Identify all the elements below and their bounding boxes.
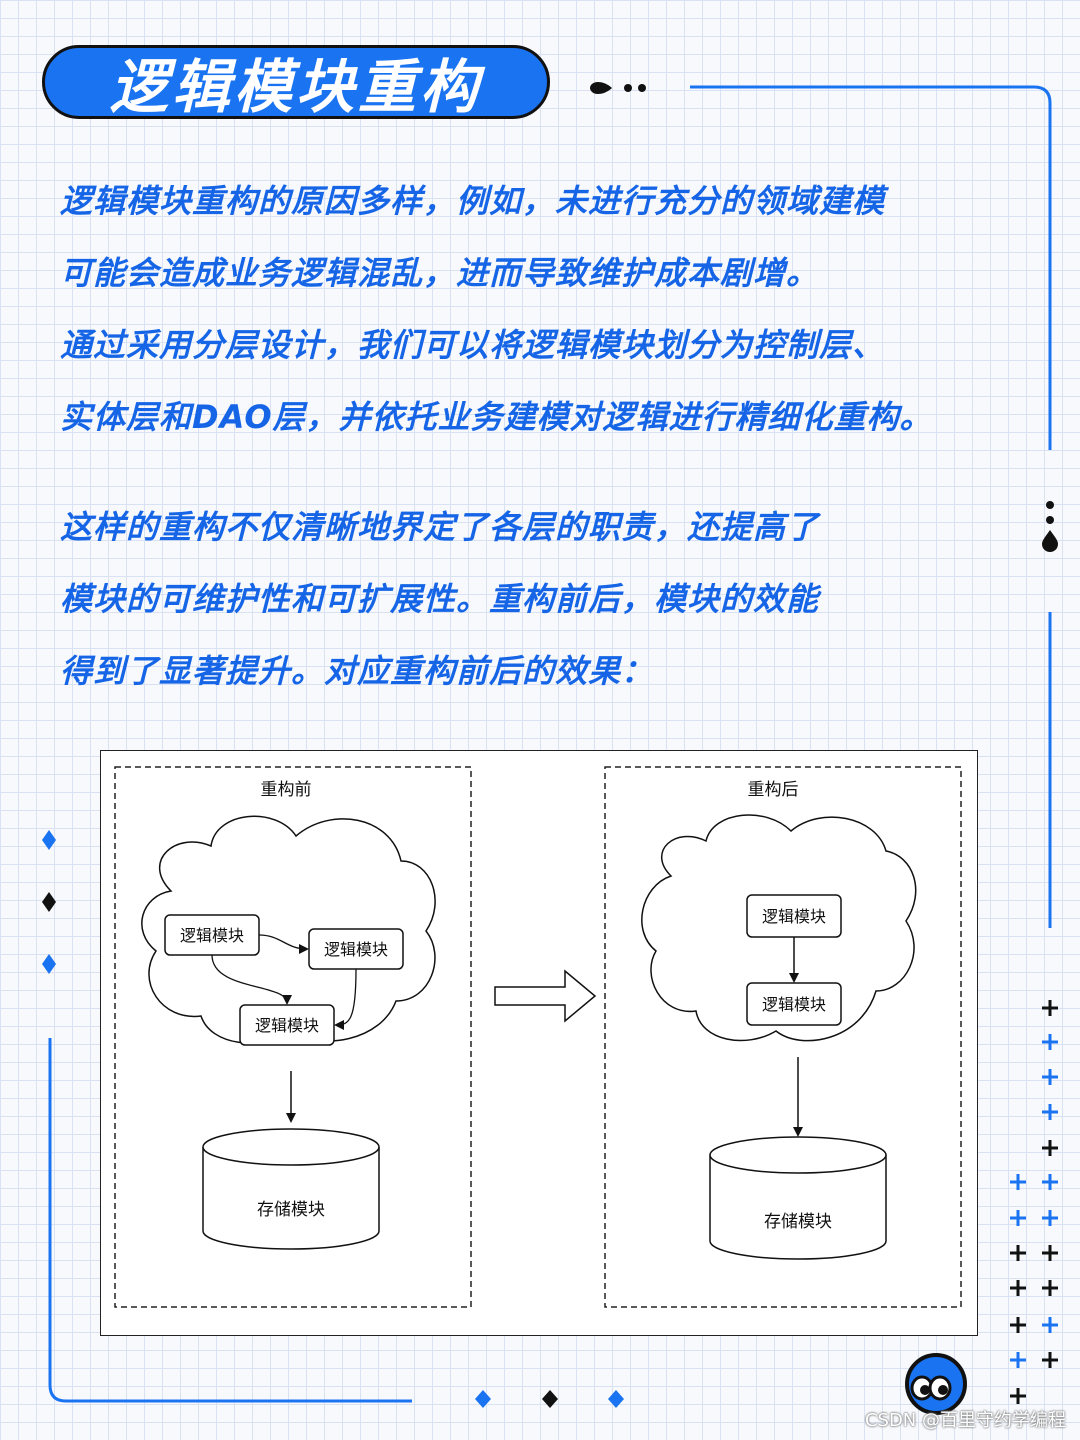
before-arrow-1-to-3 bbox=[211, 954, 292, 1005]
diamond-decorations-bottom bbox=[475, 1390, 624, 1408]
before-logic-module-2-label: 逻辑模块 bbox=[324, 940, 388, 959]
before-panel bbox=[114, 766, 472, 1308]
mascot-icon bbox=[905, 1353, 967, 1415]
before-logic-module-1-label: 逻辑模块 bbox=[180, 926, 244, 945]
diamond-decorations-left bbox=[42, 830, 56, 974]
before-arrow-2-to-3 bbox=[334, 968, 357, 1030]
after-storage-label: 存储模块 bbox=[764, 1212, 832, 1232]
plus-decorations bbox=[1010, 1000, 1058, 1404]
before-cloud bbox=[141, 815, 436, 1044]
page-title: 逻辑模块重构 bbox=[109, 53, 482, 121]
before-storage-cylinder bbox=[202, 1128, 380, 1250]
after-logic-module-2-label: 逻辑模块 bbox=[762, 995, 826, 1014]
paragraph-1-line-4: 实体层和DAO层，并依托业务建模对逻辑进行精细化重构。 bbox=[60, 398, 933, 436]
diagram-canvas: 重构前 逻辑模块 逻辑模块 逻辑模块 存储模块 重构后 逻辑模块 逻辑模块 bbox=[114, 766, 962, 1308]
after-logic-module-1-label: 逻辑模块 bbox=[762, 907, 826, 926]
before-title: 重构前 bbox=[261, 780, 312, 800]
before-storage-label: 存储模块 bbox=[257, 1200, 325, 1220]
before-arrow-1-to-2 bbox=[258, 934, 309, 954]
after-storage-cylinder bbox=[709, 1136, 887, 1260]
transition-arrow bbox=[494, 969, 597, 1023]
refactor-diagram: 重构前 逻辑模块 逻辑模块 逻辑模块 存储模块 重构后 逻辑模块 逻辑模块 bbox=[100, 750, 978, 1336]
before-logic-module-3 bbox=[239, 1004, 335, 1046]
before-logic-module-3-label: 逻辑模块 bbox=[255, 1016, 319, 1035]
paragraph-1-line-1: 逻辑模块重构的原因多样，例如，未进行充分的领域建模 bbox=[60, 182, 886, 220]
paragraph-2-line-3: 得到了显著提升。对应重构前后的效果： bbox=[60, 652, 655, 690]
paragraph-2-line-2: 模块的可维护性和可扩展性。重构前后，模块的效能 bbox=[60, 580, 820, 618]
title-banner: 逻辑模块重构 bbox=[42, 45, 550, 121]
paragraph-2-line-1: 这样的重构不仅清晰地界定了各层的职责，还提高了 bbox=[60, 508, 820, 546]
paragraph-1-line-3: 通过采用分层设计，我们可以将逻辑模块划分为控制层、 bbox=[60, 326, 886, 364]
paragraph-1-line-2: 可能会造成业务逻辑混乱，进而导致维护成本剧增。 bbox=[60, 254, 820, 292]
watermark: CSDN @百里守约学编程 bbox=[864, 1410, 1066, 1431]
after-panel bbox=[604, 766, 962, 1308]
after-logic-module-2 bbox=[746, 982, 842, 1026]
drop-ornament bbox=[1042, 501, 1058, 552]
dots-decoration bbox=[590, 82, 646, 94]
after-title: 重构后 bbox=[748, 780, 799, 800]
